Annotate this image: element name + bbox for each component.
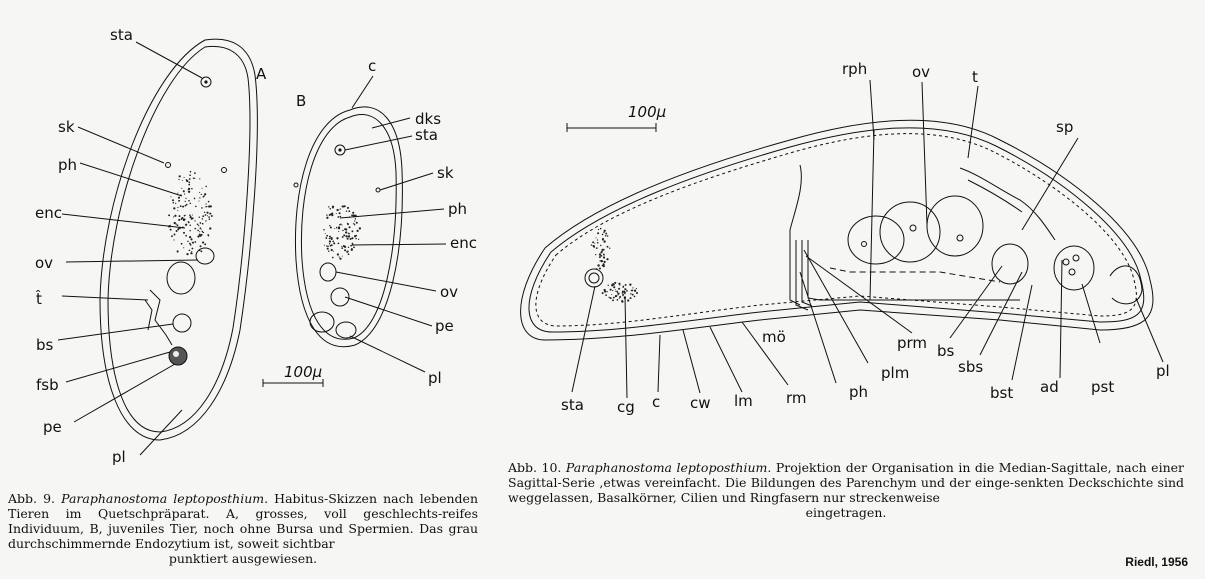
- label-rm: rm: [786, 389, 807, 407]
- label-bst: bst: [990, 384, 1013, 402]
- label-sk: sk: [437, 164, 454, 182]
- fig9-caption-last: punktiert ausgewiesen.: [168, 551, 318, 566]
- label-fsb: fsb: [36, 376, 59, 394]
- label-pl: pl: [112, 448, 126, 466]
- label-sp: sp: [1056, 118, 1073, 136]
- fig9-caption-species: Paraphanostoma leptoposthium.: [61, 491, 269, 506]
- fig10-caption-species: Paraphanostoma leptoposthium.: [565, 460, 772, 475]
- fig10-sagittal-section: [520, 119, 1154, 341]
- fig10-caption: Abb. 10. Paraphanostoma leptoposthium. P…: [508, 460, 1184, 520]
- label-enc: enc: [35, 204, 62, 222]
- fig9-caption-number: Abb. 9.: [8, 491, 56, 506]
- panel-label-A: A: [256, 65, 267, 83]
- label-rph: rph: [842, 60, 867, 78]
- fig10-scale-bar: 100µ: [566, 103, 666, 132]
- fig10-leader-lines: [571, 79, 1164, 399]
- label-ad: ad: [1040, 378, 1059, 396]
- label-t: t̂: [36, 289, 42, 308]
- label-cg: cg: [617, 398, 635, 416]
- label-sta: sta: [561, 396, 584, 414]
- label-sta: sta: [110, 26, 133, 44]
- fig10-caption-number: Abb. 10.: [508, 460, 562, 475]
- fig10-labels-top: rph ov t sp: [842, 60, 1073, 136]
- label-t: t: [972, 68, 978, 86]
- label-ov: ov: [35, 254, 53, 272]
- label-pl: pl: [1156, 362, 1170, 380]
- label-sk: sk: [58, 118, 75, 136]
- fig9-caption-text: Habitus-Skizzen nach lebenden Tieren im …: [8, 491, 478, 551]
- fig10-caption-text: Projektion der Organisation in die Media…: [508, 460, 1185, 505]
- credit-line: Riedl, 1956: [1125, 555, 1188, 569]
- label-c: c: [652, 393, 660, 411]
- label-lm: lm: [734, 392, 753, 410]
- label-prm: prm: [897, 334, 927, 352]
- panel-label-B: B: [296, 92, 306, 110]
- label-sta: sta: [415, 126, 438, 144]
- label-c: c: [368, 57, 376, 75]
- label-ov: ov: [912, 63, 930, 81]
- label-ph: ph: [448, 200, 467, 218]
- fig9-labels-A: sta sk ph enc ov t̂ bs fsb pe pl: [35, 26, 133, 466]
- label-ph: ph: [58, 156, 77, 174]
- label-pst: pst: [1091, 378, 1114, 396]
- label-bs: bs: [36, 336, 54, 354]
- fig9-scale-label: 100µ: [284, 363, 322, 381]
- label-plm: plm: [881, 364, 909, 382]
- fig9-scale-bar: 100µ: [262, 363, 324, 387]
- fig10-scale-label: 100µ: [628, 103, 666, 121]
- label-enc: enc: [450, 234, 477, 252]
- label-pe: pe: [43, 418, 62, 436]
- fig9-specimen-A: [99, 38, 258, 441]
- label-bs: bs: [937, 342, 955, 360]
- label-cw: cw: [690, 394, 711, 412]
- fig9-leader-lines: [57, 41, 447, 456]
- label-ov: ov: [440, 283, 458, 301]
- label-pl: pl: [428, 369, 442, 387]
- fig9-caption: Abb. 9. Paraphanostoma leptoposthium. Ha…: [8, 491, 478, 566]
- label-dks: dks: [415, 110, 441, 128]
- label-ph: ph: [849, 383, 868, 401]
- label-m: mö: [762, 328, 786, 346]
- label-pe: pe: [435, 317, 454, 335]
- label-sbs: sbs: [958, 358, 983, 376]
- fig10-caption-last: eingetragen.: [805, 505, 887, 520]
